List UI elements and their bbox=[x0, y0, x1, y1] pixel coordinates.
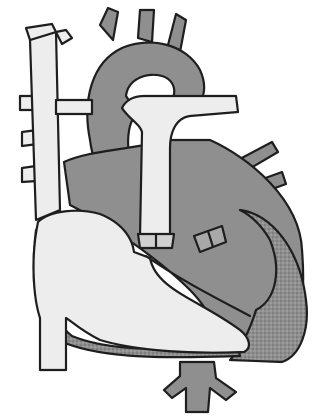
superior-vena-cava bbox=[26, 24, 72, 220]
pulmonary-artery-branch bbox=[56, 100, 92, 114]
inferior-vena-cava bbox=[164, 362, 236, 412]
